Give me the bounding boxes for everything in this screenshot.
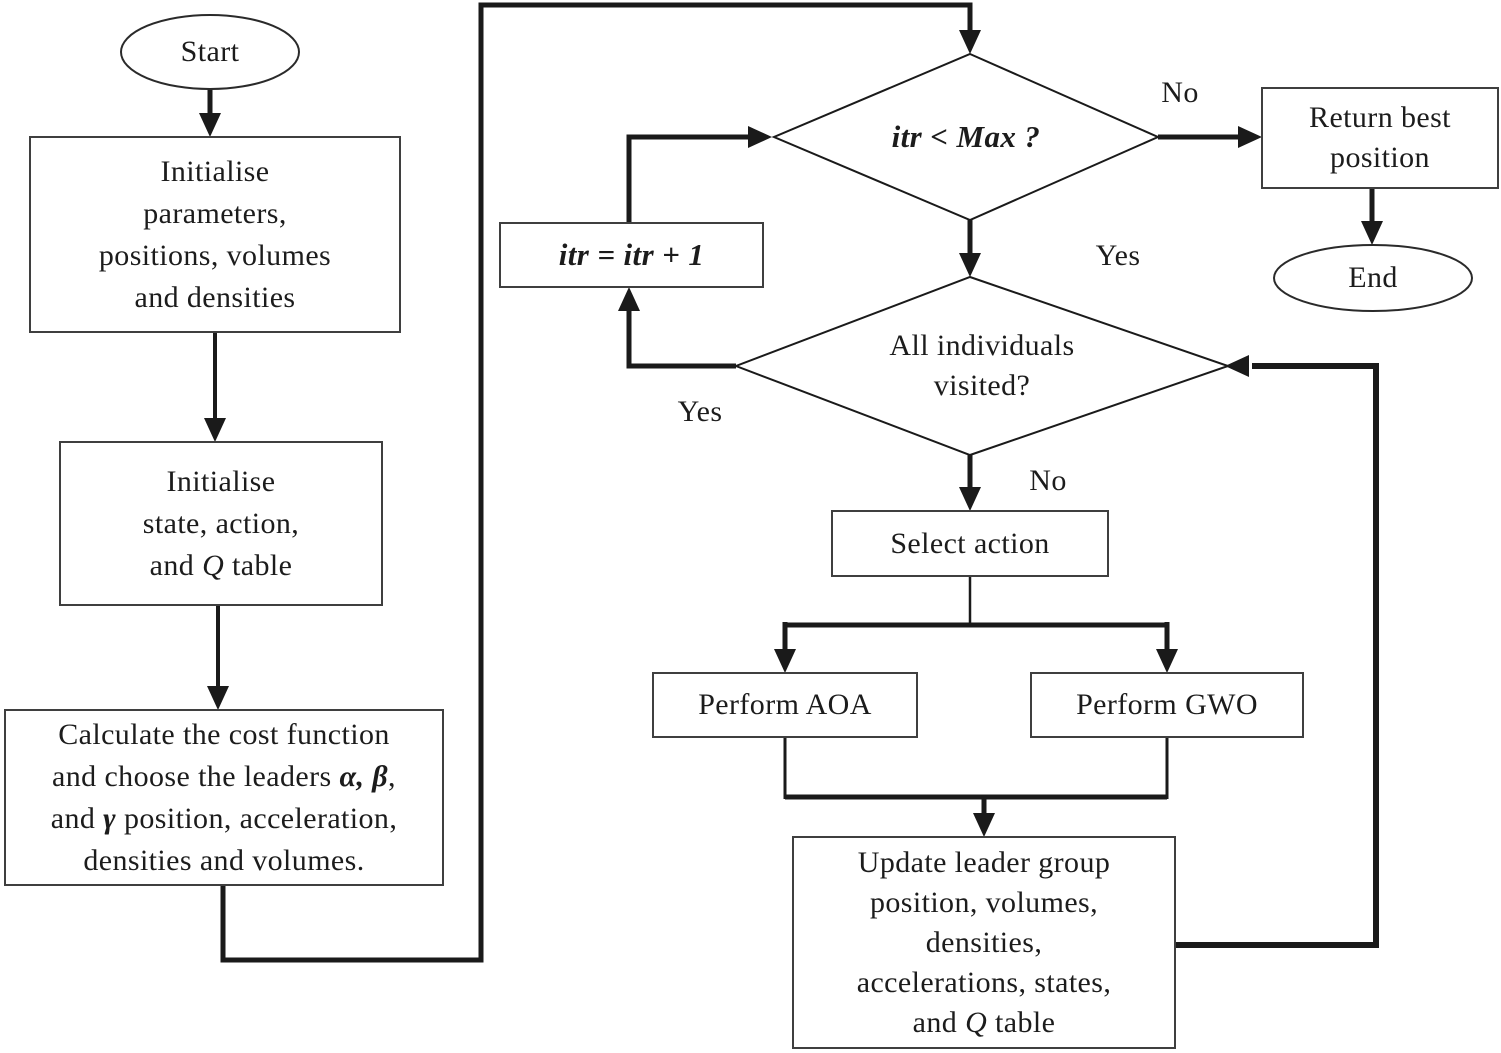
init-params-label: Initialise parameters, positions, volume… (30, 137, 400, 332)
text-part: position, acceleration, (116, 801, 398, 835)
update-leader-line: position, volumes, (869, 885, 1099, 919)
init-params-line: parameters, (143, 196, 287, 230)
return-best-box (1261, 87, 1499, 189)
arrowhead (1225, 355, 1249, 377)
edge-update-feedback-to-all-visited (1175, 363, 1379, 948)
arrowhead (199, 113, 221, 137)
init-params-line: positions, volumes (98, 238, 332, 272)
edge-label-no-itr-check: No (1161, 75, 1199, 109)
init-state-line: state, action, (142, 506, 300, 540)
edge-label-no-all-visited: No (1029, 463, 1067, 497)
perform-gwo-label: Perform GWO (1076, 688, 1258, 721)
calc-cost-label: Calculate the cost function and choose t… (5, 710, 443, 885)
arrowhead (1156, 649, 1178, 673)
q-variable: Q (202, 548, 225, 582)
itr-increment-label: itr = itr + 1 (558, 237, 705, 272)
edge-itr-inc-to-itr-check (626, 134, 750, 223)
select-action-box (831, 510, 1109, 577)
itr-check-label: itr < Max ? (891, 119, 1041, 154)
arrowhead (207, 686, 229, 710)
end-ellipse (1273, 244, 1473, 312)
perform-aoa-label: Perform AOA (698, 688, 872, 721)
update-leader-box (792, 836, 1176, 1049)
init-state-label: Initialise state, action, and Q table (60, 442, 382, 605)
calc-cost-line: Calculate the cost function (58, 717, 390, 751)
arrowhead (204, 418, 226, 442)
arrowhead (618, 287, 640, 311)
init-state-line: and Q table (150, 545, 293, 587)
text-part: , (388, 759, 396, 793)
text-part: and (50, 801, 104, 835)
edge-all-visited-yes-to-itr-inc (626, 309, 736, 369)
edge-label-yes-all-visited: Yes (677, 395, 723, 428)
text-part: table (224, 548, 293, 582)
edge-calc-cost-to-itr-check (220, 2, 973, 963)
gamma-variable: γ (103, 801, 117, 835)
arrowhead (973, 813, 995, 837)
arrowhead (959, 253, 981, 277)
update-leader-line: densities, (925, 925, 1043, 959)
start-label: Start (180, 35, 240, 68)
start-ellipse (120, 14, 300, 90)
perform-gwo-box (1030, 672, 1304, 738)
edge-label-yes-itr-check: Yes (1095, 239, 1141, 272)
all-visited-diamond (733, 275, 1232, 457)
itr-increment-box (499, 222, 764, 288)
arrowhead (959, 487, 981, 511)
init-params-box (29, 136, 401, 333)
perform-aoa-box (652, 672, 918, 738)
text-part: and (149, 548, 203, 582)
text-part: table (987, 1005, 1056, 1039)
return-best-label: Return best position (1309, 101, 1451, 174)
end-label: End (1348, 261, 1398, 294)
q-variable: Q (965, 1005, 988, 1039)
select-action-label: Select action (890, 526, 1050, 560)
calc-cost-line: and γ position, acceleration, (51, 798, 397, 840)
calc-cost-line: densities and volumes. (83, 843, 365, 877)
arrowhead (748, 126, 772, 148)
all-visited-label: All individuals visited? (889, 329, 1075, 402)
init-params-line: Initialise (160, 154, 270, 188)
update-leader-line: and Q table (913, 1003, 1056, 1043)
init-state-box (59, 441, 383, 606)
text-part: and (912, 1005, 966, 1039)
init-params-line: and densities (134, 280, 296, 314)
text-part: and choose the leaders (52, 759, 340, 793)
alpha-beta-variables: α, β (339, 759, 389, 793)
init-state-line: Initialise (166, 464, 276, 498)
arrowhead (1238, 126, 1262, 148)
itr-check-diamond (771, 52, 1161, 222)
arrowhead (959, 30, 981, 54)
update-leader-line: Update leader group (857, 845, 1111, 879)
update-leader-line: accelerations, states, (856, 965, 1112, 999)
calc-cost-line: and choose the leaders α, β, (52, 756, 396, 798)
arrowhead (1361, 221, 1383, 245)
update-leader-label: Update leader group position, volumes, d… (793, 837, 1175, 1048)
calc-cost-box (4, 709, 444, 886)
arrowhead (774, 649, 796, 673)
